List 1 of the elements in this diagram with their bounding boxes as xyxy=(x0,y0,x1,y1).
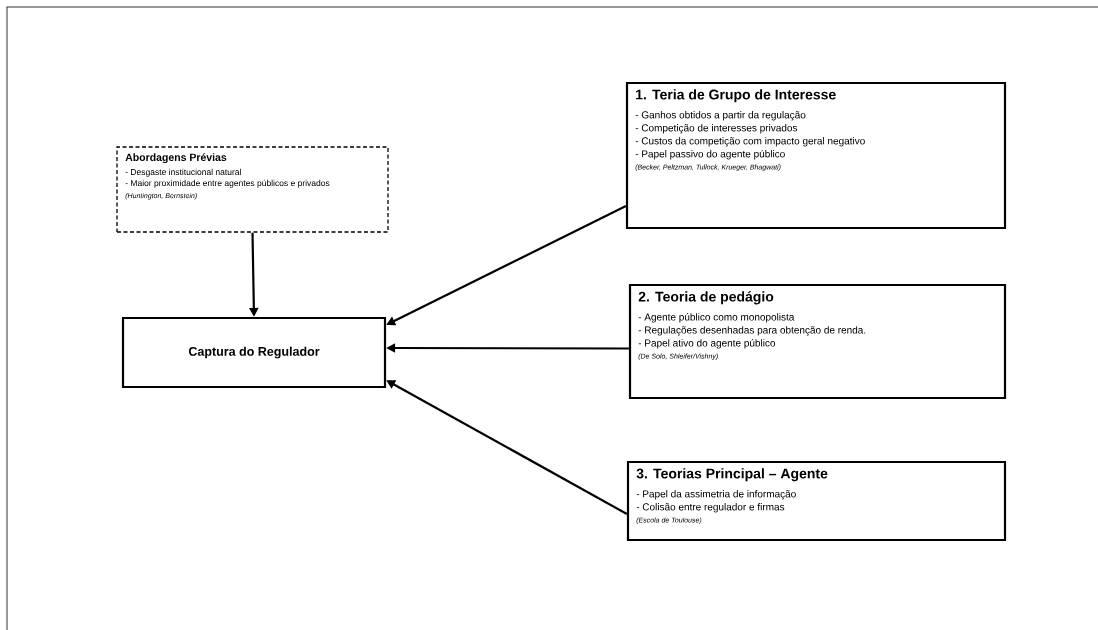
concept-box: Captura do Regulador xyxy=(121,316,387,389)
